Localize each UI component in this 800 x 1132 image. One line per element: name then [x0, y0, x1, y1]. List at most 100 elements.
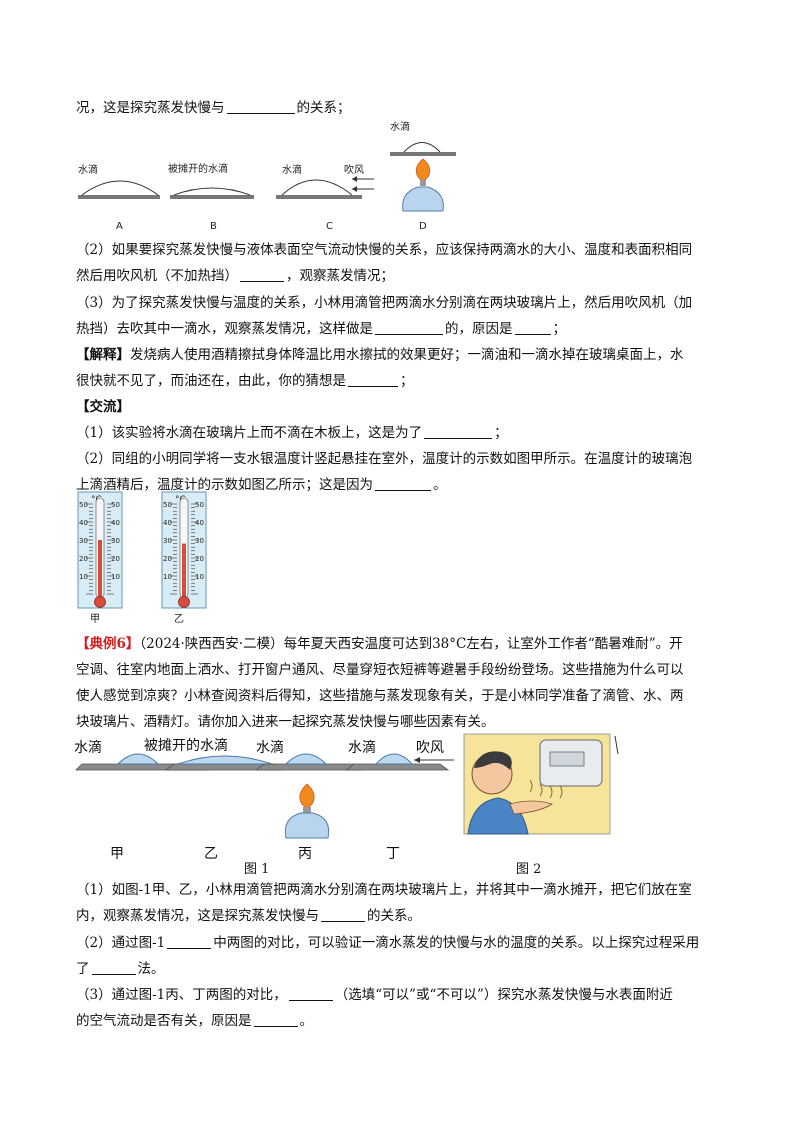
fig-b: 被摊开的水滴 B	[168, 162, 254, 232]
spread-water-drop	[173, 187, 251, 196]
glass-plate	[390, 152, 456, 156]
q3-line-1: （3）为了探究蒸发快慢与温度的关系，小林用滴管把两滴水分别滴在两块玻璃片上，然后…	[76, 295, 693, 311]
caption-jia: 甲	[90, 614, 100, 625]
glass-plate	[344, 763, 450, 771]
tick-label-right: 10	[195, 573, 204, 581]
tick-label-left: 30	[163, 537, 172, 545]
glass-plate	[170, 195, 254, 199]
fig-d: 水滴 D	[390, 120, 456, 232]
fig1-yi: 被摊开的水滴 乙	[144, 737, 286, 862]
figure-2-caption: 图 2	[516, 862, 541, 877]
answer-blank[interactable]	[240, 267, 284, 282]
mercury-column	[98, 540, 102, 600]
tick-label-right: 50	[195, 501, 204, 509]
fig1-jia: 水滴 甲	[74, 739, 210, 862]
tick-label-left: 40	[163, 519, 172, 527]
label-c: C	[326, 221, 333, 232]
figure-1-2: 水滴 甲 被摊开的水滴 乙 水滴 丙 水滴 吹风 丁	[74, 733, 619, 877]
tick-label-right: 40	[111, 519, 120, 527]
thermometer-bulb	[178, 596, 190, 608]
tick-label-left: 10	[163, 573, 172, 581]
answer-blank[interactable]	[375, 476, 431, 491]
example6-line-4: 块玻璃片、酒精灯。请你加入进来一起探究蒸发快慢与哪些因素有关。	[76, 714, 495, 730]
thermometer-bulb	[94, 596, 106, 608]
ex6-q3-line-1: （3）通过图-1丙、丁两图的对比，（选填“可以”或“不可以”）探究水蒸发快慢与水…	[76, 986, 673, 1003]
answer-blank[interactable]	[91, 960, 136, 975]
answer-blank[interactable]	[253, 1012, 298, 1027]
answer-blank[interactable]	[226, 99, 295, 114]
example-tag: 【典例6】	[76, 636, 140, 652]
alcohol-lamp-icon	[284, 812, 330, 839]
tick-label-right: 50	[111, 501, 120, 509]
hands-icon	[509, 800, 553, 815]
answer-blank[interactable]	[424, 424, 493, 439]
water-drop	[281, 179, 353, 196]
answer-blank[interactable]	[514, 320, 551, 335]
label-d: D	[419, 221, 427, 232]
answer-blank[interactable]	[167, 934, 212, 949]
label-water-drop: 水滴	[256, 739, 284, 756]
text-line-1: 况，这是探究蒸发快慢与的关系；	[76, 99, 351, 116]
exchange-q2-line-1: （2）同组的小明同学将一支水银温度计竖起悬挂在室外，温度计的示数如图甲所示。在温…	[76, 451, 693, 467]
q3-line-2: 热挡）去吹其中一滴水，观察蒸发情况，这样做是的，原因是；	[76, 320, 566, 337]
glass-plate	[78, 195, 160, 199]
tick-label-left: 40	[79, 519, 88, 527]
figure-1-caption: 图 1	[244, 862, 269, 877]
glass-plate	[276, 195, 362, 199]
label-a: A	[116, 221, 123, 232]
flame-icon	[299, 783, 315, 809]
example6-line-3: 使人感觉到凉爽？小林查阅资料后得知，这些措施与蒸发现象有关，于是小林同学准备了滴…	[76, 688, 684, 704]
thermometer-jia: °C50504040303020201010	[77, 491, 123, 609]
tick-label-right: 20	[111, 555, 120, 563]
ex6-q1-line-2: 内，观察蒸发情况，这是探究蒸发快慢与的关系。	[76, 907, 421, 924]
label-wind: 吹风	[416, 740, 444, 756]
tick-label-left: 50	[79, 501, 88, 509]
water-drop	[284, 753, 328, 765]
water-drop	[81, 180, 159, 196]
water-drop	[116, 753, 160, 765]
ex6-q2-line-2: 了法。	[76, 960, 165, 977]
q2-line-1: （2）如果要探究蒸发快慢与液体表面空气流动快慢的关系，应该保持两滴水的大小、温度…	[76, 242, 693, 258]
fig1-ding: 水滴 吹风 丁	[344, 739, 454, 862]
label-b: B	[210, 221, 217, 232]
tick-label-right: 10	[111, 573, 120, 581]
example6-line-1: 【典例6】（2024·陕西西安·二模）每年夏天西安温度可达到38°C左右，让室外…	[76, 636, 683, 652]
answer-blank[interactable]	[288, 986, 333, 1001]
answer-blank[interactable]	[375, 320, 443, 335]
caption-yi: 乙	[174, 613, 184, 625]
water-drop	[374, 753, 414, 765]
tick-label-left: 20	[79, 555, 88, 563]
fig2-hand-dryer-scene: 图 1 图 2	[244, 733, 619, 877]
label-water-drop: 水滴	[348, 739, 376, 756]
q2-line-2: 然后用吹风机（不加热挡），观察蒸发情况；	[76, 267, 394, 284]
label-yi: 乙	[204, 846, 218, 862]
label-water-drop: 水滴	[78, 163, 98, 176]
label-water-drop: 水滴	[390, 120, 410, 133]
tick-label-left: 10	[79, 573, 88, 581]
exchange-q1: （1）该实验将水滴在玻璃片上而不滴在木板上，这是为了；	[76, 424, 508, 441]
hot-air-icon	[529, 779, 563, 799]
spread-water-drop	[177, 755, 273, 765]
label-spread-drop: 被摊开的水滴	[168, 162, 228, 175]
ex6-q3-line-2: 的空气流动是否有关，原因是。	[76, 1012, 313, 1029]
answer-blank[interactable]	[321, 907, 365, 922]
label-jia: 甲	[110, 846, 124, 862]
exchange-title: 【交流】	[76, 399, 130, 415]
mercury-column	[182, 543, 186, 600]
label-water-drop: 水滴	[74, 739, 102, 756]
tick-label-right: 20	[195, 555, 204, 563]
explain-line-2: 很快就不见了，而油还在，由此，你的猜想是；	[76, 372, 414, 389]
label-wind: 吹风	[344, 163, 364, 176]
flame-icon	[415, 158, 431, 182]
example6-line-2: 空调、往室内地面上洒水、打开窗户通风、尽量穿短衣短裤等避暑手段纷纷登场。这些措施…	[76, 662, 684, 678]
ex6-q1-line-1: （1）如图-1甲、乙，小林用滴管把两滴水分别滴在两块玻璃片上，并将其中一滴水摊开…	[76, 882, 692, 898]
tick-label-left: 30	[79, 537, 88, 545]
label-water-drop: 水滴	[282, 163, 302, 176]
water-drop	[403, 142, 441, 153]
answer-blank[interactable]	[348, 372, 398, 387]
fig-c: 水滴 吹风 C	[276, 163, 374, 232]
thermometer-yi: °C50504040303020201010	[161, 491, 207, 609]
exchange-q2-line-2: 上滴酒精后，温度计的示数如图乙所示；这是因为。	[76, 476, 447, 493]
label-ding: 丁	[386, 846, 400, 862]
